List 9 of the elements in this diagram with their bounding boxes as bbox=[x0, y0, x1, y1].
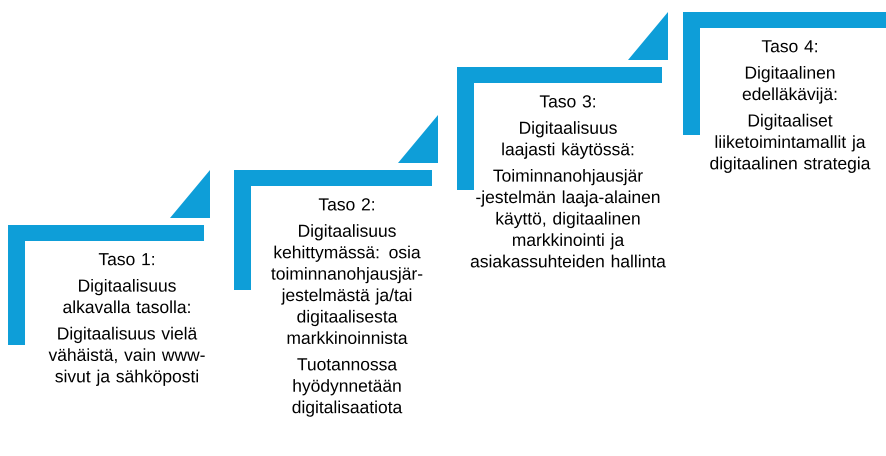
node-label: Tuotannossa hyödynnetään digitalisaatiota bbox=[292, 358, 402, 417]
node-label: vähäistä, vain www-sivut ja sähköposti bbox=[48, 348, 205, 386]
step-box: Taso 3: Digitaalisuus laajasti käytössä: Toiminnanohjausjär -jestelmän laaja-alainen käyttö, digitaalinen markkinointi ja asiakassuhteiden hallinta bbox=[457, 67, 666, 268]
step-box: Taso 1: Digitaalisuus alkavalla tasolla: Digitaalisuus vielä vähäistä, vain www-sivut ja sähköposti bbox=[8, 225, 205, 386]
node-label: jestelmästä ja/tai digitaalisesta markkinoinnista bbox=[281, 288, 412, 344]
step-box: Taso 2: Digitaalisuus kehittymässä: osia toiminnanohjausjär-jestelmästä ja/tai digitaalisesta markkinoinnista Tuotannossa hyödynnetään digitalisaatiota bbox=[234, 170, 432, 417]
node-label: -jestelmän laaja-alainen käyttö, digitaalinen markkinointi ja asiakassuhteiden hallinta bbox=[470, 190, 666, 268]
step-box: Taso 4: Digitaalinen edelläkävijä: Digitaaliset liiketoimintamallit ja digitaalinen strategia bbox=[683, 12, 886, 173]
node-label: liiketoimintamallit ja digitaalinen strategia bbox=[710, 135, 870, 173]
